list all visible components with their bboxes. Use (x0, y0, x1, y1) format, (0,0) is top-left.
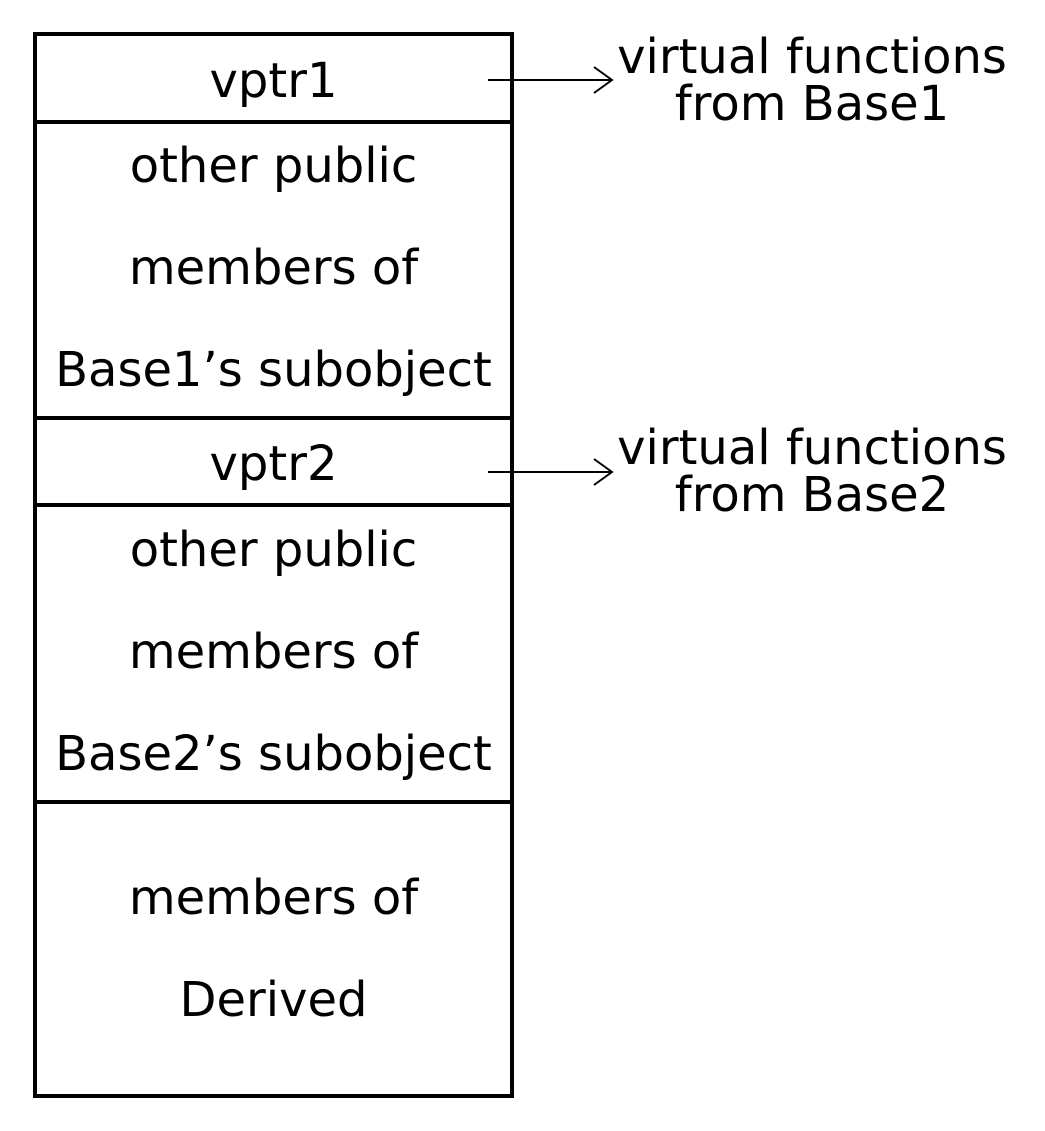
base2-members-line-3: Base2’s subobject (55, 726, 492, 782)
vptr1-arrow (488, 66, 614, 94)
base2-vfunc-label-line-2: from Base2 (674, 467, 950, 523)
derived-members-line-2: Derived (179, 972, 368, 1028)
section-divider (37, 503, 510, 507)
base1-vfunc-label-line-2: from Base1 (674, 76, 950, 132)
vptr2-label: vptr2 (209, 436, 338, 492)
section-divider (37, 800, 510, 804)
base2-members-line-2: members of (128, 624, 419, 680)
vptr1-label: vptr1 (209, 53, 338, 109)
base1-members-line-2: members of (128, 240, 419, 296)
section-divider (37, 120, 510, 124)
object-layout-box: vptr1 other public members of Base1’s su… (33, 32, 514, 1098)
base2-vfunc-label-line-1: virtual functions (617, 420, 1007, 476)
vptr2-arrow (488, 458, 614, 486)
section-divider (37, 416, 510, 420)
base1-vfunc-label-line-1: virtual functions (617, 29, 1007, 85)
derived-members-line-1: members of (128, 870, 419, 926)
base2-members-line-1: other public (129, 522, 418, 578)
base1-members-line-1: other public (129, 138, 418, 194)
base1-members-line-3: Base1’s subobject (55, 342, 492, 398)
